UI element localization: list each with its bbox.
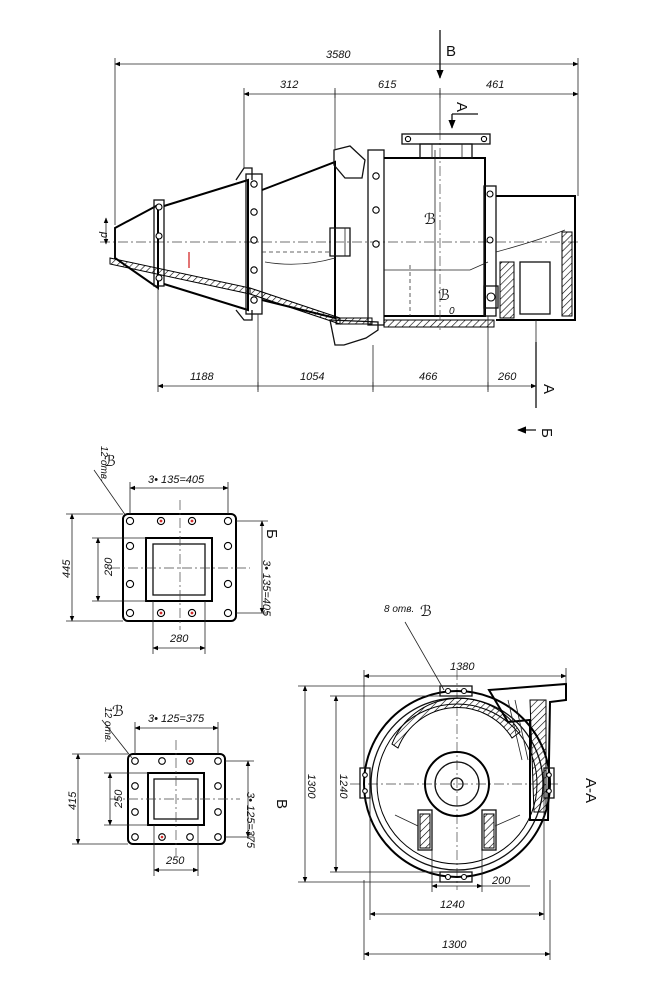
upper-bracket xyxy=(333,145,366,179)
flange-v-dim-inner-v: 250 xyxy=(113,789,125,809)
cone-lining-2 xyxy=(249,287,341,325)
dim-bottom-a: 1188 xyxy=(190,371,215,383)
flange-b-dim-top: 3• 135=405 xyxy=(148,474,205,486)
aa-dim-left-outer: 1300 xyxy=(305,774,317,799)
main-view: ℬ ℬ 0 d 3580 312 615 461 В А xyxy=(98,30,580,438)
cone-body-1 xyxy=(163,178,249,312)
section-mark-a-bottom: А xyxy=(540,384,557,394)
aa-dim-bottom-outer: 1300 xyxy=(442,939,467,951)
weld-symbol-2: ℬ xyxy=(438,287,450,304)
aa-top-lug xyxy=(439,685,473,697)
flange-b-bolts xyxy=(125,516,233,618)
aa-outer-shell xyxy=(363,690,551,878)
flange-v-holes-note: 12 отв. xyxy=(102,707,113,743)
aa-right-lug xyxy=(543,767,555,799)
lower-bracket xyxy=(329,319,379,346)
section-aa-view: 8 отв. ℬ 1380 1300 1240 200 1240 1300 А-… xyxy=(298,603,599,960)
aa-left-lug xyxy=(359,767,371,799)
flange-b-dim-inner-h: 280 xyxy=(169,633,189,645)
aa-bolt-symbol: ℬ xyxy=(420,603,432,620)
dim-bottom-d: 260 xyxy=(497,371,517,383)
flange-4 xyxy=(483,185,497,317)
aa-inlet-pipe xyxy=(424,751,490,817)
flange-b-view: 12 отв. ℬ 3• 135=405 3• 135=405 Б 445 28… xyxy=(61,446,280,654)
inlet-cone xyxy=(114,203,159,290)
flange-b-dim-outer: 445 xyxy=(61,559,73,578)
weld-symbol-1: ℬ xyxy=(424,211,436,228)
flange-v-dim-outer: 415 xyxy=(67,791,79,810)
cone-body-2 xyxy=(261,160,336,320)
aa-label: А-А xyxy=(582,778,599,803)
dim-top-a: 312 xyxy=(280,79,298,91)
flange-v-dim-right: 3• 125=375 xyxy=(244,792,256,849)
dim-top-b: 615 xyxy=(378,79,397,91)
flange-v-dim-top: 3• 125=375 xyxy=(148,713,205,725)
aa-dim-200: 200 xyxy=(491,875,511,887)
outlet-box xyxy=(519,261,551,315)
flange-2 xyxy=(245,173,263,315)
section-mark-v: В xyxy=(446,43,456,60)
flange-v-view: 12 отв. ℬ 3• 125=375 3• 125=375 415 250 … xyxy=(67,703,290,876)
aa-bottom-lug xyxy=(439,871,473,883)
aa-holes-note: 8 отв. xyxy=(384,604,414,615)
flange-b-opening xyxy=(145,537,213,602)
aa-support-left xyxy=(417,809,433,851)
dim-top-c: 461 xyxy=(486,79,504,91)
aa-dim-top: 1380 xyxy=(450,661,475,673)
aa-lining xyxy=(391,697,521,749)
flange-1 xyxy=(153,199,165,287)
dim-overall: 3580 xyxy=(326,49,351,61)
outlet-flange-top xyxy=(401,133,491,145)
flange-b-dim-right: 3• 135=405 xyxy=(260,560,272,617)
aa-dim-left-inner: 1240 xyxy=(337,774,349,799)
flange-b-label: Б xyxy=(263,529,280,539)
dim-bottom-b: 1054 xyxy=(300,371,324,383)
flange-v-label: В xyxy=(273,799,290,809)
section-mark-a-top: А xyxy=(453,102,470,112)
section-mark-b: Б xyxy=(538,428,555,438)
flange-b-bolt-symbol: ℬ xyxy=(104,453,116,470)
flange-3 xyxy=(367,149,385,326)
aa-support-right xyxy=(481,809,497,851)
dim-bottom-c: 466 xyxy=(419,371,438,383)
inlet-diameter-symbol: d xyxy=(98,231,110,238)
outlet-body xyxy=(496,195,576,321)
aa-tangential-outlet xyxy=(487,682,567,821)
flange-b-dim-inner-v: 280 xyxy=(103,557,115,577)
flange-b-outer xyxy=(122,513,237,622)
flange-v-bolt-symbol: ℬ xyxy=(112,703,124,720)
chamber-lining xyxy=(383,319,495,328)
main-chamber xyxy=(384,157,486,317)
aa-dim-bottom-inner: 1240 xyxy=(440,899,465,911)
flange-b-holes-note: 12 отв. xyxy=(98,446,109,482)
flange-v-dim-inner-h: 250 xyxy=(165,855,185,867)
flange-v-bolts xyxy=(131,757,222,841)
svg-text:0: 0 xyxy=(449,306,455,317)
